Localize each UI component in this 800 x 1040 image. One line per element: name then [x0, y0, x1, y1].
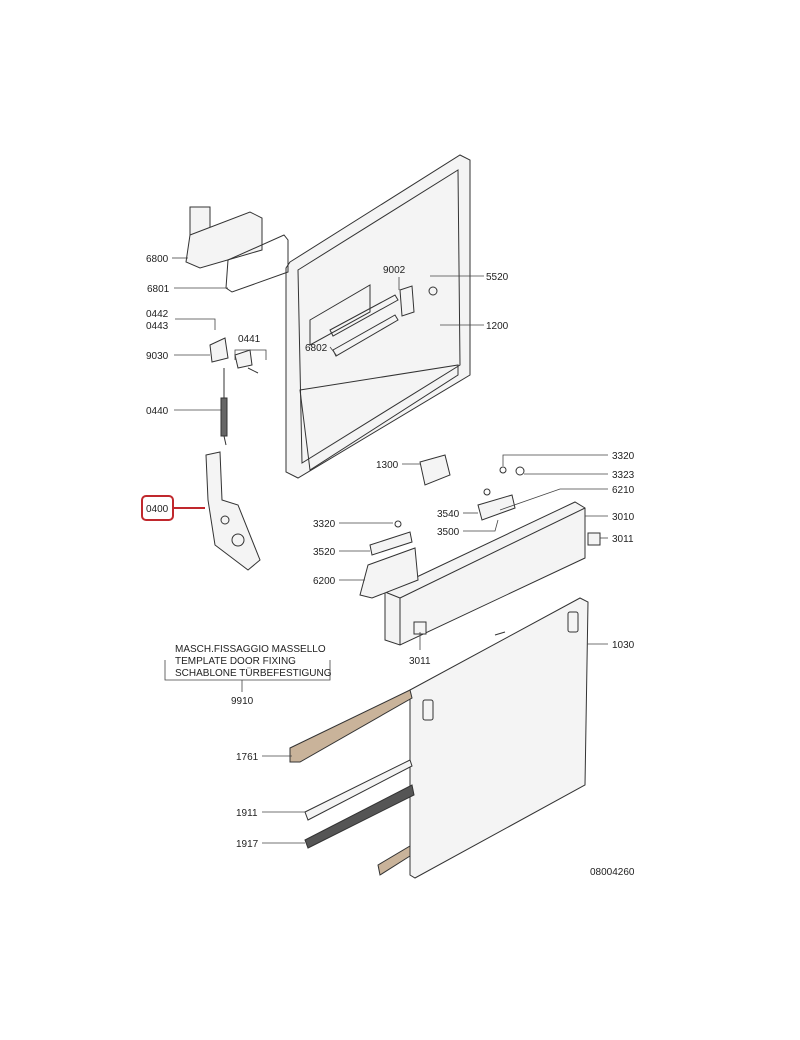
part-label-9030[interactable]: 9030	[146, 351, 169, 362]
part-label-1300[interactable]: 1300	[376, 460, 399, 471]
brackets-3011	[413, 532, 601, 635]
drawing-number: 08004260	[590, 867, 635, 878]
part-label-1200[interactable]: 1200	[486, 321, 509, 332]
part-label-0441[interactable]: 0441	[238, 334, 261, 345]
part-label-6210[interactable]: 6210	[612, 485, 635, 496]
part-label-3010[interactable]: 3010	[612, 512, 635, 523]
part-label-6802[interactable]: 6802	[305, 343, 328, 354]
part-label-3500[interactable]: 3500	[437, 527, 460, 538]
spring-0440	[220, 368, 228, 446]
inner-door-frame-1200	[285, 154, 471, 479]
part-5520	[428, 286, 438, 296]
knobs-3320-3323	[394, 466, 525, 528]
part-label-3011[interactable]: 3011	[409, 656, 431, 667]
part-label-5520[interactable]: 5520	[486, 272, 509, 283]
part-label-9002[interactable]: 9002	[383, 265, 406, 276]
part-label-6200[interactable]: 6200	[313, 576, 336, 587]
hinge-0400	[205, 451, 261, 571]
part-label-0400[interactable]: 0400	[146, 504, 169, 515]
part-label-1917[interactable]: 1917	[236, 839, 259, 850]
strips-1761-1911-1917	[289, 689, 415, 876]
part-label-0442[interactable]: 0442	[146, 309, 169, 320]
part-label-1911[interactable]: 1911	[236, 808, 258, 819]
module-6200	[359, 531, 419, 599]
door-lock-1300	[419, 454, 451, 486]
leader-lines	[164, 257, 608, 844]
part-label-6800[interactable]: 6800	[146, 254, 169, 265]
part-label-3011[interactable]: 3011	[612, 534, 634, 545]
part-label-9910[interactable]: 9910	[231, 696, 254, 707]
part-label-3320[interactable]: 3320	[313, 519, 336, 530]
outer-panel-1030	[409, 597, 589, 879]
part-label-0443[interactable]: 0443	[146, 321, 169, 332]
template-note-line-3: SCHABLONE TÜRBEFESTIGUNG	[175, 667, 332, 679]
part-label-3540[interactable]: 3540	[437, 509, 460, 520]
part-label-0440[interactable]: 0440	[146, 406, 169, 417]
control-panel-3010	[384, 501, 586, 646]
part-label-3320[interactable]: 3320	[612, 451, 635, 462]
template-note-line-2: TEMPLATE DOOR FIXING	[175, 656, 296, 667]
part-label-3520[interactable]: 3520	[313, 547, 336, 558]
highlight-box-0400	[141, 495, 174, 521]
part-label-3323[interactable]: 3323	[612, 470, 635, 481]
template-note-line-1: MASCH.FISSAGGIO MASSELLO	[175, 644, 326, 655]
part-label-1030[interactable]: 1030	[612, 640, 635, 651]
hinge-parts-9030	[209, 337, 259, 374]
part-label-6801[interactable]: 6801	[147, 284, 170, 295]
switch-3540	[477, 494, 516, 521]
part-label-1761[interactable]: 1761	[236, 752, 259, 763]
dispenser-6800	[185, 206, 263, 269]
bracket-9002	[399, 285, 415, 317]
